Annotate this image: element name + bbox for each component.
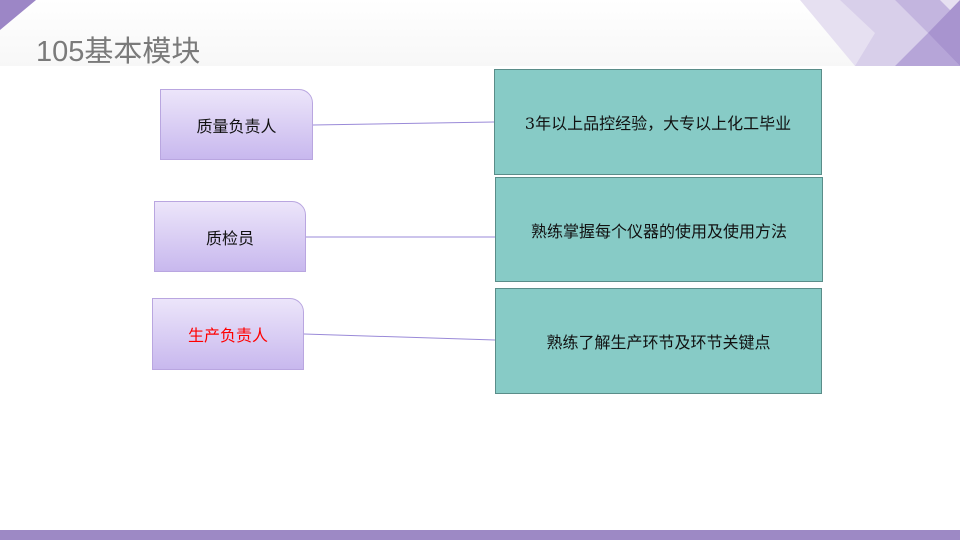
bottom-bar <box>0 530 960 540</box>
requirement-box: 熟练掌握每个仪器的使用及使用方法 <box>495 177 823 282</box>
role-label: 质检员 <box>205 228 254 248</box>
role-label: 生产负责人 <box>187 326 268 345</box>
role-box: 生产负责人 <box>152 298 304 370</box>
connector-line <box>303 333 496 341</box>
requirement-box: 3年以上品控经验，大专以上化工毕业 <box>494 69 822 175</box>
slide-title: 105基本模块 <box>36 36 201 68</box>
requirement-text: 熟练掌握每个仪器的使用及使用方法 <box>530 221 787 241</box>
requirement-text: 熟练了解生产环节及环节关键点 <box>546 333 771 352</box>
connector-line <box>312 121 495 126</box>
corner-decoration <box>0 0 36 30</box>
requirement-box: 熟练了解生产环节及环节关键点 <box>495 288 822 394</box>
diamond-decoration <box>800 0 960 66</box>
slide-header <box>0 0 960 66</box>
role-box: 质检员 <box>154 201 306 272</box>
role-box: 质量负责人 <box>160 89 313 160</box>
requirement-text: 3年以上品控经验，大专以上化工毕业 <box>524 114 792 133</box>
role-label: 质量负责人 <box>196 116 277 136</box>
